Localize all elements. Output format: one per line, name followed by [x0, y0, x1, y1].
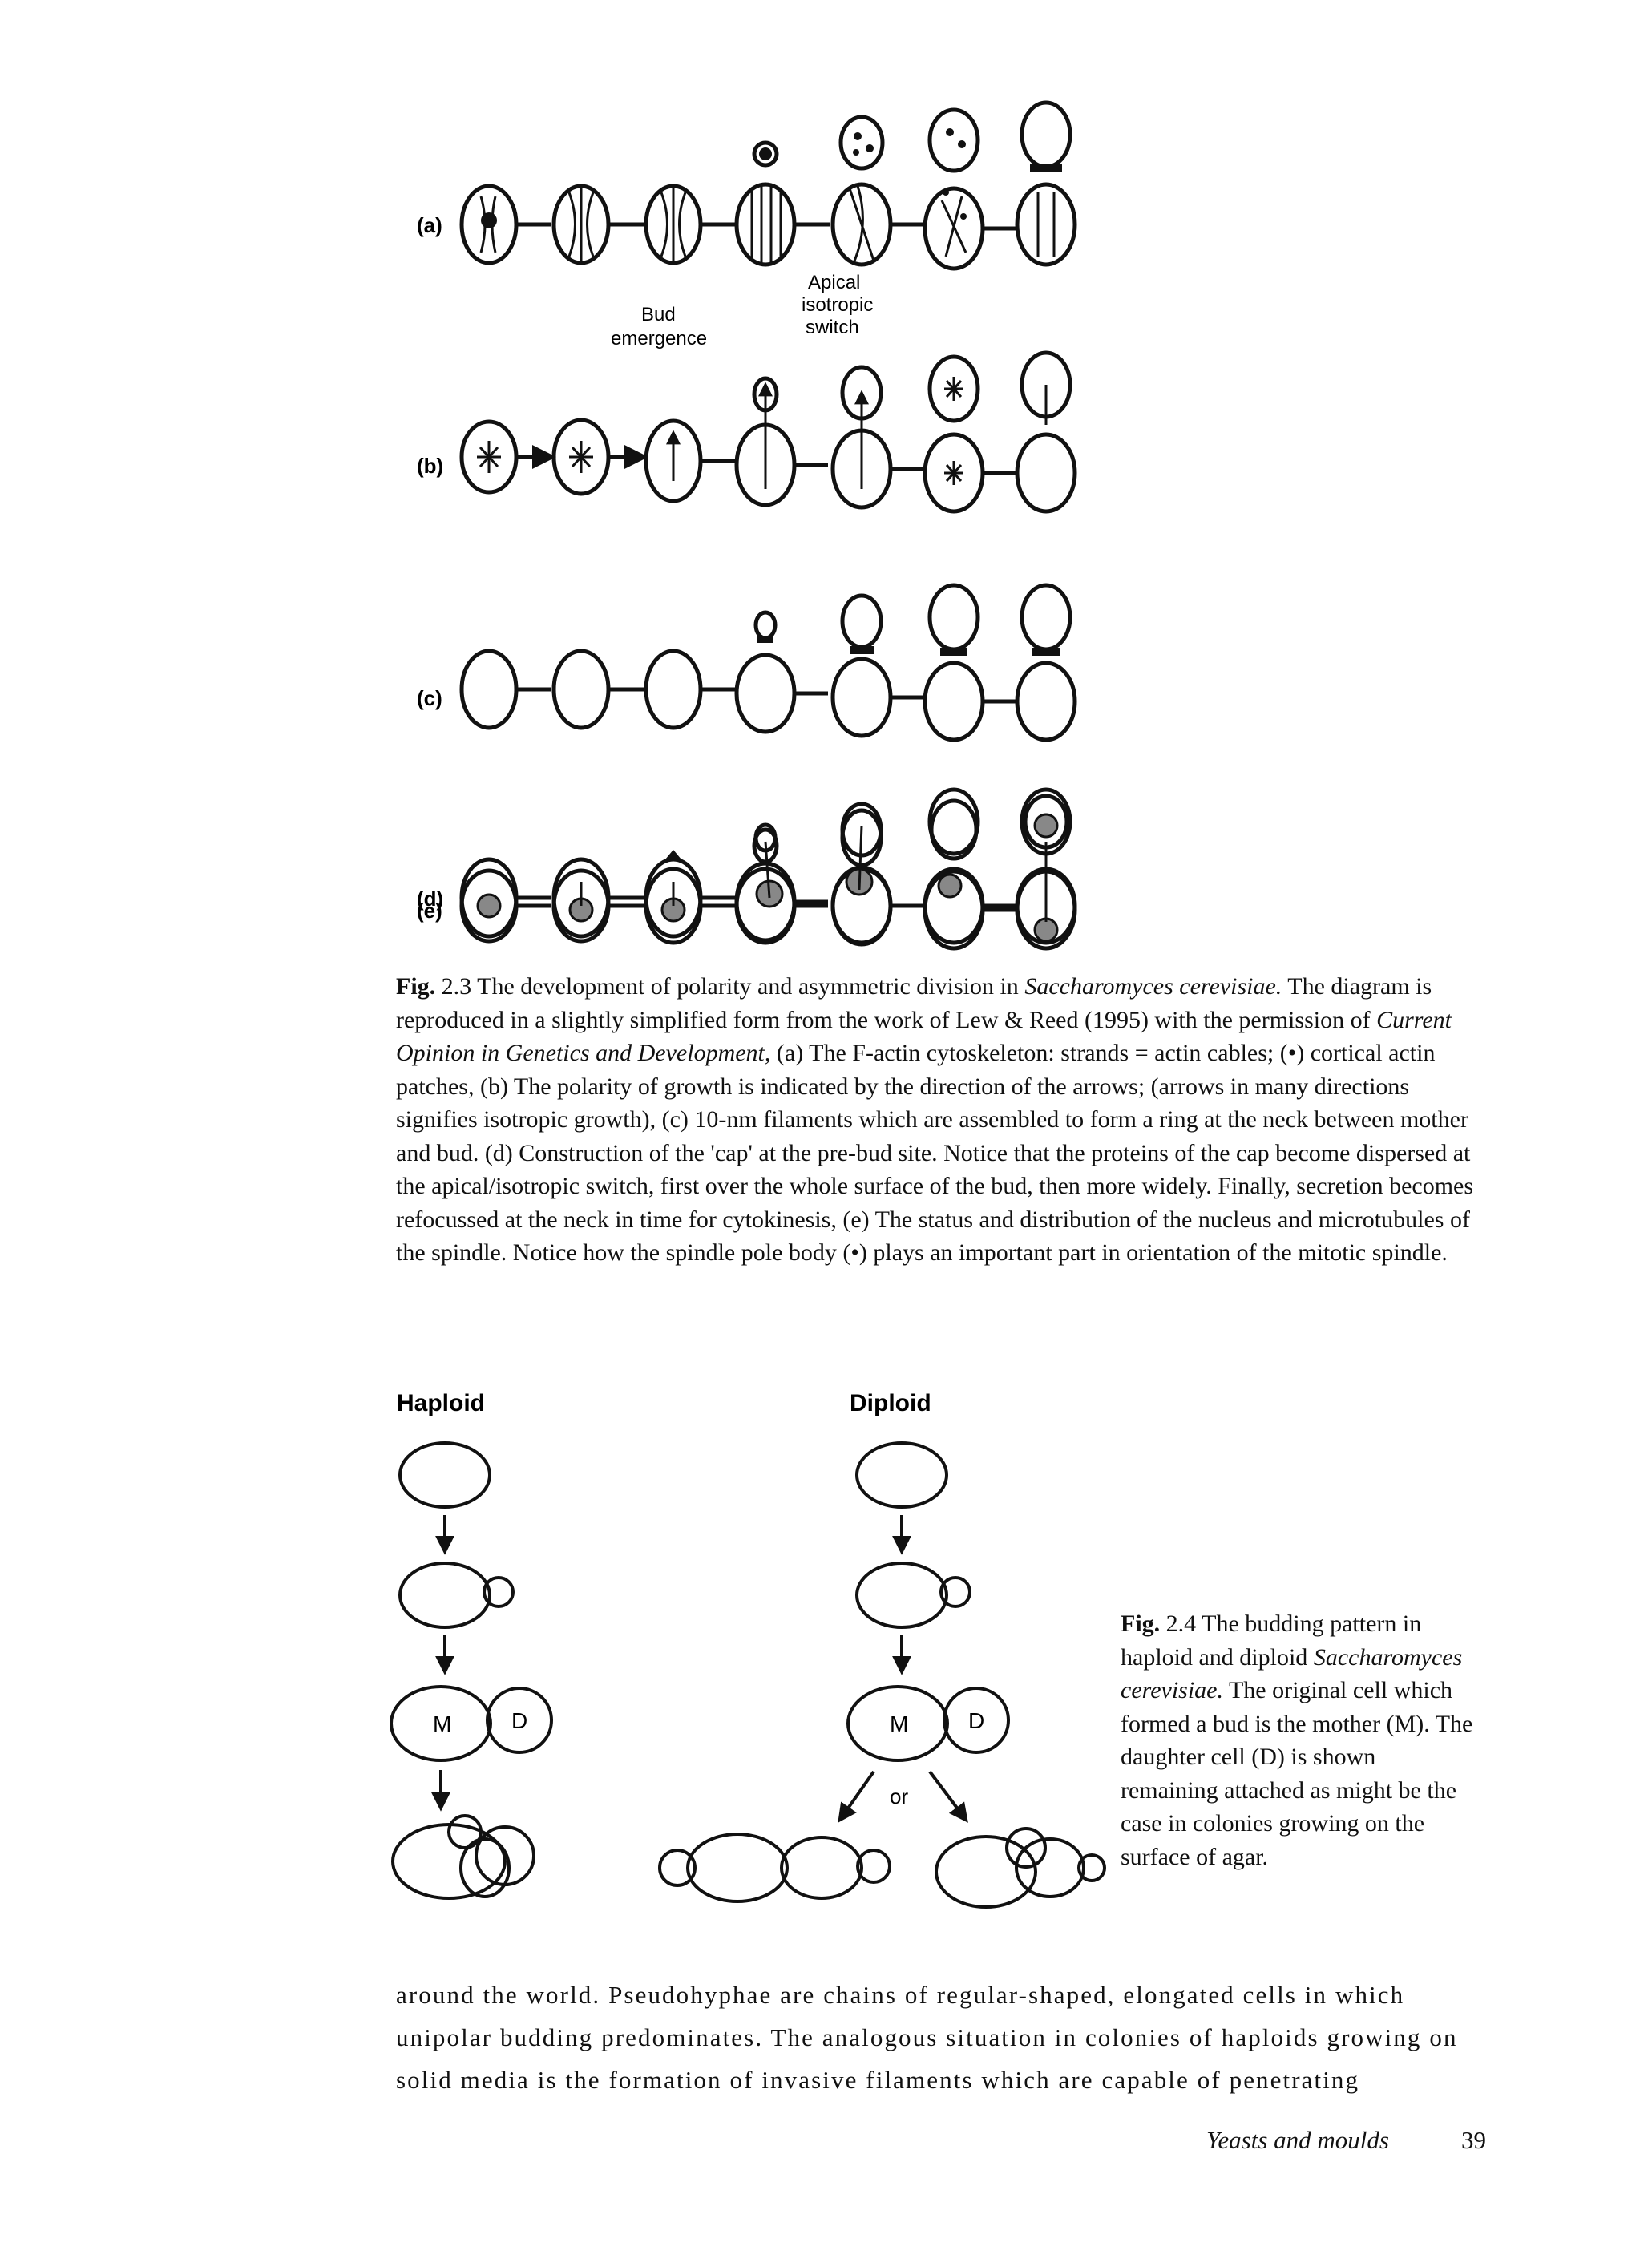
haploid-daughter-label: D [511, 1708, 527, 1733]
or-label: or [890, 1784, 908, 1808]
caption-2-3-part3: (a) The F-actin cytoskeleton: strands = … [396, 1040, 1474, 1266]
caption-2-3-number: 2.3 [441, 973, 472, 1000]
figure-2-4-diagram: Haploid Diploid M D M [390, 1390, 1106, 1909]
caption-2-4-lead: The budding pattern in haploid and diplo… [1121, 1610, 1422, 1671]
caption-2-4-fig: Fig. [1121, 1610, 1161, 1637]
row-label-a: (a) [417, 213, 442, 237]
running-footer-title: Yeasts and moulds [1206, 2126, 1389, 2154]
caption-2-3-lead: The development of polarity and asymmetr… [471, 973, 1025, 1000]
row-a-cells [459, 100, 1077, 271]
haploid-label: Haploid [397, 1390, 485, 1416]
row-d-cap [665, 850, 681, 859]
caption-2-3-fig: Fig. [396, 973, 436, 1000]
annotation-isotropic: isotropic [802, 294, 873, 316]
figure-2-3-row-e: (e) [417, 794, 1077, 945]
body-paragraph: around the world. Pseudohyphae are chain… [396, 1981, 1458, 2094]
row-c-cells [459, 583, 1077, 742]
page-number: 39 [1461, 2126, 1486, 2154]
figure-2-4-caption: Fig. 2.4 The budding pattern in haploid … [1121, 1607, 1473, 1873]
haploid-mother-label: M [433, 1711, 451, 1736]
caption-2-4-species: Saccharomyces cerevisiae. [1121, 1643, 1463, 1704]
row-b-cells [459, 350, 1077, 514]
diploid-label: Diploid [850, 1390, 931, 1416]
annotation-bud: Bud [641, 304, 676, 325]
row-a-actin-cables [479, 185, 1056, 264]
row-c-neck-rings [757, 636, 1060, 656]
caption-2-3-journal: Current Opinion in Genetics and Developm… [396, 1006, 1452, 1067]
caption-2-3-species: Saccharomyces cerevisiae. [1024, 973, 1282, 1000]
row-label-c: (c) [417, 686, 442, 710]
caption-2-4-rest: The original cell which formed a bud is … [1121, 1677, 1473, 1870]
caption-2-4-number: 2.4 [1165, 1610, 1197, 1637]
annotation-emergence: emergence [611, 328, 707, 350]
diploid-mother-label: M [890, 1711, 908, 1736]
annotation-switch: switch [806, 317, 859, 338]
diploid-daughter-label: D [968, 1708, 984, 1733]
row-label-d: (d) [417, 887, 443, 911]
row-label-e: (e) [417, 899, 442, 923]
annotation-apical: Apical [808, 272, 860, 293]
caption-2-3-part2: The diagram is reproduced in a slightly … [396, 973, 1432, 1033]
figure-2-3-caption: Fig. 2.3 The development of polarity and… [396, 970, 1494, 1270]
row-e-spindles [580, 825, 1048, 922]
row-b-growth-arrows [477, 377, 1048, 489]
row-a-actin-patches [481, 128, 1062, 228]
row-label-b: (b) [417, 454, 443, 478]
